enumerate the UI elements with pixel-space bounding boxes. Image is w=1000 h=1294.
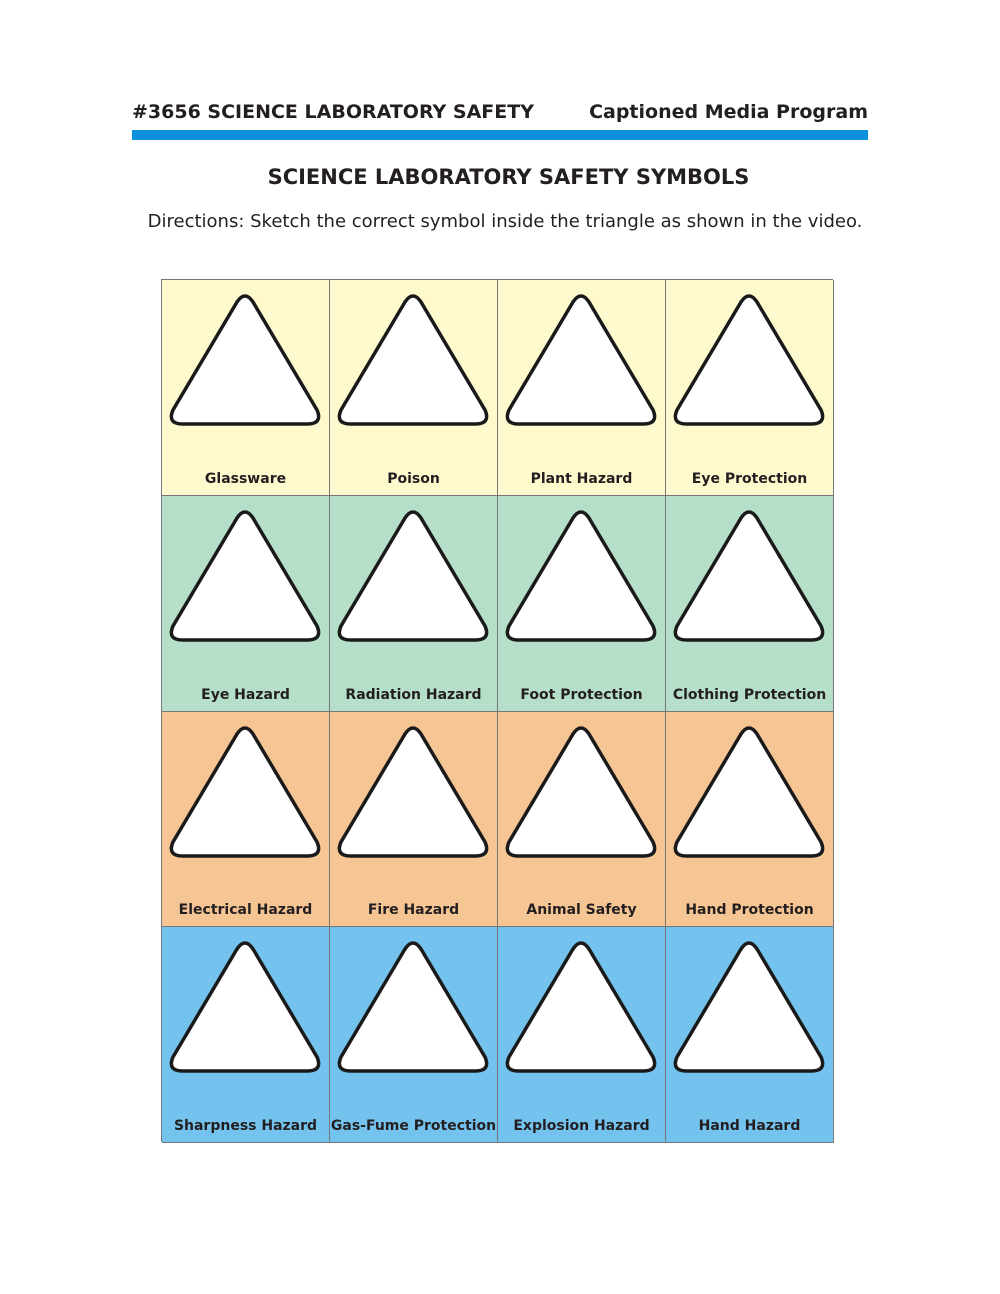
symbol-cell-explosion-hazard: Explosion Hazard (498, 927, 666, 1143)
triangle-icon[interactable] (165, 292, 325, 440)
triangle-icon[interactable] (165, 724, 325, 872)
symbol-cell-hand-hazard: Hand Hazard (666, 927, 834, 1143)
symbol-label: Electrical Hazard (178, 902, 313, 918)
publisher-name: Captioned Media Program (589, 101, 868, 123)
symbol-cell-animal-safety: Animal Safety (498, 712, 666, 927)
symbol-label: Foot Protection (520, 687, 643, 703)
symbol-cell-foot-protection: Foot Protection (498, 496, 666, 712)
triangle-icon[interactable] (333, 724, 493, 872)
symbol-label: Gas-Fume Protection (330, 1118, 497, 1134)
symbol-label: Radiation Hazard (345, 687, 482, 703)
triangle-icon[interactable] (165, 939, 325, 1087)
symbol-cell-gas-fume-protection: Gas-Fume Protection (330, 927, 498, 1143)
symbol-cell-sharpness-hazard: Sharpness Hazard (162, 927, 330, 1143)
header-divider (132, 130, 868, 140)
triangle-icon[interactable] (669, 292, 829, 440)
triangle-icon[interactable] (333, 939, 493, 1087)
symbol-cell-eye-hazard: Eye Hazard (162, 496, 330, 712)
triangle-icon[interactable] (333, 508, 493, 656)
symbol-label: Hand Protection (685, 902, 814, 918)
triangle-icon[interactable] (501, 292, 661, 440)
symbol-label: Fire Hazard (367, 902, 460, 918)
triangle-icon[interactable] (669, 508, 829, 656)
directions-text: Directions: Sketch the correct symbol in… (147, 211, 863, 232)
symbol-label: Eye Protection (691, 471, 808, 487)
triangle-icon[interactable] (669, 939, 829, 1087)
triangle-icon[interactable] (501, 724, 661, 872)
symbol-cell-eye-protection: Eye Protection (666, 280, 834, 496)
symbol-cell-poison: Poison (330, 280, 498, 496)
page-title: SCIENCE LABORATORY SAFETY SYMBOLS (267, 165, 750, 189)
triangle-icon[interactable] (669, 724, 829, 872)
symbol-label: Animal Safety (526, 902, 637, 918)
symbol-label: Sharpness Hazard (173, 1118, 318, 1134)
symbol-cell-radiation-hazard: Radiation Hazard (330, 496, 498, 712)
symbol-cell-fire-hazard: Fire Hazard (330, 712, 498, 927)
symbol-cell-electrical-hazard: Electrical Hazard (162, 712, 330, 927)
triangle-icon[interactable] (501, 508, 661, 656)
triangle-icon[interactable] (501, 939, 661, 1087)
symbol-label: Hand Hazard (698, 1118, 801, 1134)
symbol-label: Clothing Protection (672, 687, 827, 703)
symbol-label: Glassware (204, 471, 287, 487)
safety-symbols-grid: Glassware Poison Plant Hazard Eye Protec… (161, 279, 834, 1143)
page-header: #3656 SCIENCE LABORATORY SAFETY Captione… (132, 100, 868, 124)
symbol-label: Explosion Hazard (513, 1118, 650, 1134)
triangle-icon[interactable] (333, 292, 493, 440)
symbol-label: Plant Hazard (530, 471, 633, 487)
document-number-title: #3656 SCIENCE LABORATORY SAFETY (132, 101, 534, 123)
symbol-cell-clothing-protection: Clothing Protection (666, 496, 834, 712)
symbol-label: Eye Hazard (201, 687, 290, 703)
triangle-icon[interactable] (165, 508, 325, 656)
symbol-cell-hand-protection: Hand Protection (666, 712, 834, 927)
symbol-label: Poison (387, 471, 440, 487)
symbol-cell-plant-hazard: Plant Hazard (498, 280, 666, 496)
symbol-cell-glassware: Glassware (162, 280, 330, 496)
